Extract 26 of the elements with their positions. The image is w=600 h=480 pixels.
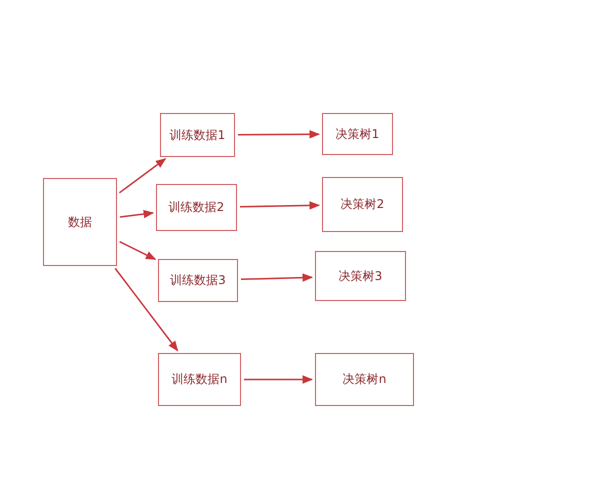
arrow [244, 375, 314, 384]
box-label: 训练数据n [172, 371, 228, 388]
process-box [158, 259, 238, 302]
process-box [315, 353, 414, 406]
process-box [322, 177, 403, 232]
arrow [120, 210, 154, 218]
arrow [240, 201, 320, 210]
process-box [160, 113, 235, 157]
box-label: 训练数据2 [168, 199, 224, 216]
process-box [322, 113, 393, 155]
box-label: 数据 [68, 214, 92, 230]
arrow [114, 268, 178, 352]
arrow [238, 130, 320, 138]
process-box [156, 184, 237, 231]
box-label: 训练数据3 [170, 272, 226, 289]
arrow [240, 273, 314, 282]
arrow [118, 158, 166, 194]
box-label: 决策树2 [340, 196, 384, 213]
box-label: 决策树1 [336, 126, 380, 142]
process-box [43, 178, 117, 266]
arrow [119, 241, 156, 260]
process-box [158, 353, 241, 406]
box-label: 训练数据1 [170, 126, 226, 144]
box-label: 决策树3 [338, 268, 382, 284]
box-label: 决策树n [342, 371, 386, 388]
process-box [315, 251, 406, 301]
